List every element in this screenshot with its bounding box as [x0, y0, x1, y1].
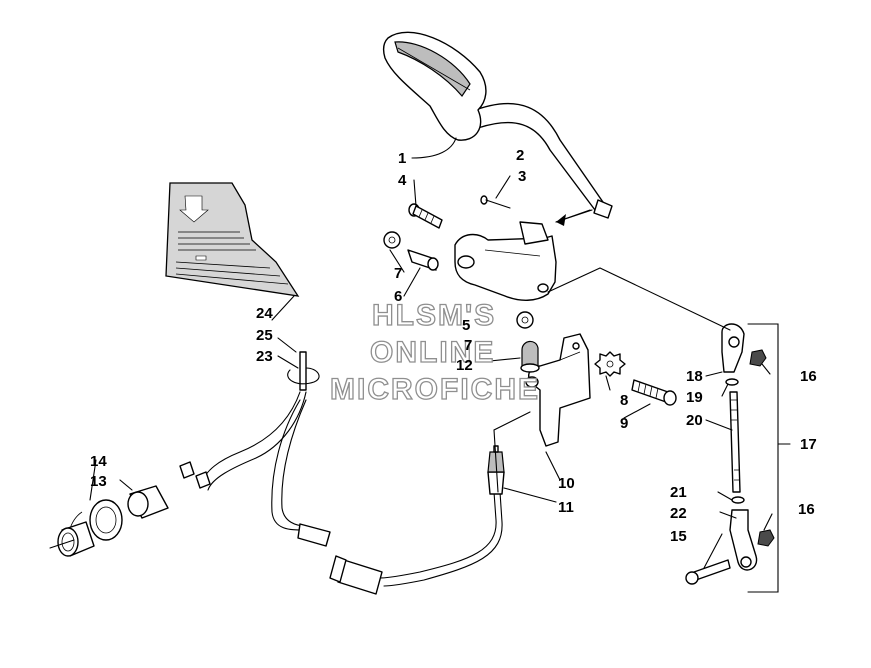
caution-label — [165, 182, 300, 297]
callout-23: 23 — [256, 348, 273, 365]
pin-part-2 — [480, 195, 511, 209]
callout-8: 8 — [620, 392, 628, 409]
wiring-harness — [179, 391, 503, 595]
callout-14: 14 — [90, 453, 107, 470]
callout-12: 12 — [456, 357, 473, 374]
callout-13: 13 — [90, 473, 107, 490]
bushing-part-6 — [407, 249, 439, 271]
callout-20: 20 — [686, 412, 703, 429]
callout-3: 3 — [518, 168, 526, 185]
watermark-line-1: HLSM'S — [372, 299, 496, 332]
switch-head-part-12 — [520, 340, 540, 388]
callout-6: 6 — [394, 288, 402, 305]
callout-11: 11 — [558, 499, 574, 516]
lever-bracket — [454, 221, 557, 301]
callout-19: 19 — [686, 389, 703, 406]
washer-part-7b — [516, 311, 534, 329]
indicator-lamp — [49, 485, 169, 557]
callout-25: 25 — [256, 327, 273, 344]
callout-1: 1 — [398, 150, 406, 167]
callout-7-lower: 7 — [464, 337, 472, 354]
callout-22: 22 — [670, 505, 687, 522]
callout-4: 4 — [398, 172, 407, 189]
watermark-line-3: MICROFICHE — [330, 373, 540, 406]
callout-7-upper: 7 — [394, 265, 402, 282]
callouts: 1 2 3 4 5 6 7 7 8 9 10 11 12 13 14 15 16… — [90, 147, 817, 545]
watermark-line-2: ONLINE — [370, 336, 495, 369]
callout-9: 9 — [620, 415, 628, 432]
bolt-part-9 — [631, 379, 677, 406]
callout-16-upper: 16 — [800, 368, 817, 385]
callout-24: 24 — [256, 305, 273, 322]
bolt-part-4 — [408, 203, 443, 229]
washer-part-7 — [383, 231, 401, 249]
shift-linkage — [685, 323, 779, 593]
callout-5: 5 — [462, 317, 470, 334]
watermark: HLSM'S ONLINE MICROFICHE — [329, 298, 540, 406]
cable-tie — [287, 351, 320, 391]
callout-18: 18 — [686, 368, 703, 385]
star-nut-part-8 — [594, 351, 626, 377]
callout-10: 10 — [558, 475, 575, 492]
neutral-switch-part-11 — [487, 445, 505, 495]
callout-16-lower: 16 — [798, 501, 815, 518]
callout-2: 2 — [516, 147, 524, 164]
shift-handle-lever — [382, 31, 613, 219]
callout-17: 17 — [800, 436, 817, 453]
callout-21: 21 — [670, 484, 687, 501]
callout-15: 15 — [670, 528, 687, 545]
